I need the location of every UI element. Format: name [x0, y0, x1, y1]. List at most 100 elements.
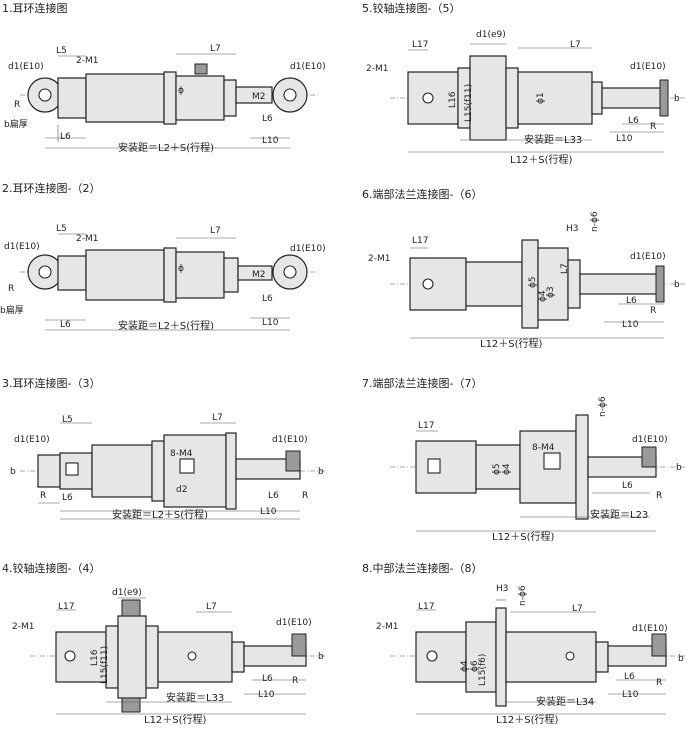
figure-7-drawing: [390, 414, 685, 532]
figure-8-label-2M1: 2-M1: [376, 622, 399, 632]
figure-3-label-L5: L5: [62, 415, 73, 425]
figure-6-label-phi5: ϕ5: [528, 276, 538, 288]
figure-1-label-distance: 安装距＝L2＋S(行程): [118, 143, 215, 154]
figure-4-label-L16: L16: [90, 649, 100, 666]
figure-8-label-b: b: [678, 654, 684, 664]
figure-4-label-L15: L15(f11): [100, 645, 110, 684]
figure-8-label-R: R: [656, 678, 663, 688]
figure-2-drawing: [20, 233, 320, 331]
figure-1-label-L6-right: L6: [262, 114, 273, 124]
figure-7-label-d1-right: d1(E10): [632, 435, 668, 445]
figure-8-label-L6: L6: [624, 672, 635, 682]
figure-3-label-R: R: [40, 491, 47, 501]
figure-6-label-H3: H3: [566, 224, 579, 234]
figure-2-label-L10: L10: [262, 318, 279, 328]
figure-6-label-L12: L12＋S(行程): [480, 339, 543, 350]
figure-6-label-nphi6: n-ϕ6: [590, 211, 600, 232]
figure-2-label-M2: M2: [252, 270, 266, 280]
figure-8-label-L17: L17: [418, 602, 435, 612]
figure-5-label-L15: L15(f11): [464, 83, 474, 122]
figure-8-mid-flange: 8.中部法兰连接图-（8） H3 n-ϕ6 L17 L7 2-M1 d1(E10…: [360, 560, 690, 730]
figure-4-trunnion: 4.铰轴连接图-（4） L17 d1(e9) L7 2-M1: [0, 560, 330, 730]
figure-2-label-2M1: 2-M1: [76, 234, 99, 244]
figure-7-end-flange: 7.端部法兰连接图-（7） L17 n-ϕ6 8-M4 d1(E10) b L6…: [360, 375, 690, 545]
figure-6-label-L7: L7: [560, 263, 570, 274]
figure-5-label-distance: 安装距＝L33: [524, 135, 583, 146]
figure-3-label-b: b: [10, 467, 16, 477]
figure-8-drawing: [390, 599, 685, 715]
figure-3-label-L6-right: L6: [268, 491, 279, 501]
figure-4-label-L6: L6: [262, 674, 273, 684]
figure-5-label-R: R: [650, 122, 657, 132]
figure-6-title: 6.端部法兰连接图-（6）: [362, 188, 483, 201]
figure-4-label-b: b: [318, 652, 324, 662]
figure-6-label-d1-right: d1(E10): [630, 252, 666, 262]
figure-3-label-L10: L10: [260, 507, 277, 517]
figure-4-label-L17: L17: [58, 602, 75, 612]
figure-1-label-2M1: 2-M1: [76, 56, 99, 66]
figure-5-trunnion: 5.铰轴连接图-（5） L17 d1(e9) L7 2-M1 L16 L15(f…: [360, 0, 690, 170]
figure-4-label-L12: L12＋S(行程): [144, 715, 207, 726]
figure-8-label-phi4: ϕ4: [460, 660, 470, 672]
figure-2-label-phi: ϕ: [178, 264, 184, 274]
figure-7-label-L6: L6: [622, 481, 633, 491]
figure-3-label-L6: L6: [62, 493, 73, 503]
figure-3-label-d1-left: d1(E10): [14, 435, 50, 445]
figure-3-label-d1-right: d1(E10): [272, 435, 308, 445]
figure-5-title: 5.铰轴连接图-（5）: [362, 2, 461, 15]
figure-1-title: 1.耳环连接图: [2, 2, 68, 15]
figure-1-label-phi: ϕ: [178, 86, 184, 96]
figure-6-drawing: [390, 239, 685, 339]
figure-5-drawing: [390, 43, 685, 153]
figure-4-label-d1e9: d1(e9): [112, 588, 142, 598]
figure-7-label-b: b: [676, 463, 682, 473]
figure-1-label-b: b扁厚: [4, 120, 28, 130]
figure-6-label-2M1: 2-M1: [368, 254, 391, 264]
figure-8-title: 8.中部法兰连接图-（8）: [362, 562, 483, 575]
figure-3-title: 3.耳环连接图-（3）: [2, 377, 101, 390]
figure-2-label-L6: L6: [60, 320, 71, 330]
figure-2-label-R: R: [8, 284, 15, 294]
figure-8-label-L10: L10: [622, 690, 639, 700]
figure-7-label-L12: L12＋S(行程): [492, 532, 555, 543]
figure-8-label-H3: H3: [496, 584, 509, 594]
figure-5-label-L6: L6: [628, 116, 639, 126]
figure-8-label-L12: L12＋S(行程): [496, 715, 559, 726]
figure-6-end-flange: 6.端部法兰连接图-（6） H3 n-ϕ6 L17 2-M1 L7 d1(E10…: [360, 186, 690, 356]
figure-1-label-d1-right: d1(E10): [290, 62, 326, 72]
figure-6-label-phi3: ϕ3: [546, 286, 556, 298]
figure-7-label-R: R: [656, 491, 663, 501]
figure-8-label-L15: L15(f6): [478, 653, 488, 686]
figure-5-label-L17: L17: [412, 40, 429, 50]
figure-5-label-d1-right: d1(E10): [630, 62, 666, 72]
figure-6-label-L10: L10: [622, 320, 639, 330]
figure-2-label-L5: L5: [56, 224, 67, 234]
figure-2-label-L6-right: L6: [262, 294, 273, 304]
figure-7-label-8M4: 8-M4: [532, 443, 555, 453]
figure-8-label-L7: L7: [572, 604, 583, 614]
figure-1-label-L7: L7: [210, 44, 221, 54]
figure-2-label-distance: 安装距＝L2＋S(行程): [118, 321, 215, 332]
figure-1-ear-ring: 1.耳环连接图 L5 2-M1 L7 d1(E10) d1(E10) R: [0, 0, 330, 170]
figure-3-label-d2: d2: [176, 485, 188, 495]
figure-7-label-L17: L17: [418, 421, 435, 431]
figure-4-label-2M1: 2-M1: [12, 622, 35, 632]
figure-3-drawing: [20, 422, 325, 520]
figure-4-title: 4.铰轴连接图-（4）: [2, 562, 101, 575]
figure-1-label-R: R: [14, 100, 21, 110]
figure-3-label-b-right: b: [318, 467, 324, 477]
figure-6-label-R: R: [650, 306, 657, 316]
figure-8-label-distance: 安装距＝L34: [536, 697, 595, 708]
figure-2-label-d1-left: d1(E10): [4, 242, 40, 252]
figure-1-label-L6: L6: [60, 132, 71, 142]
figure-5-label-2M1: 2-M1: [366, 64, 389, 74]
figure-5-label-phi1: ϕ1: [536, 92, 546, 104]
figure-2-label-b: b扁厚: [0, 306, 24, 316]
figure-3-ear-ring: 3.耳环连接图-（3） L5 L7 8-M4 d1(E10) d1(E10) b…: [0, 375, 330, 545]
figure-5-label-L12: L12＋S(行程): [510, 155, 573, 166]
figure-1-drawing: [20, 53, 320, 149]
figure-6-label-b: b: [674, 280, 680, 290]
figure-1-label-L10: L10: [262, 136, 279, 146]
figure-4-drawing: [30, 597, 325, 715]
figure-6-label-L17: L17: [412, 236, 429, 246]
